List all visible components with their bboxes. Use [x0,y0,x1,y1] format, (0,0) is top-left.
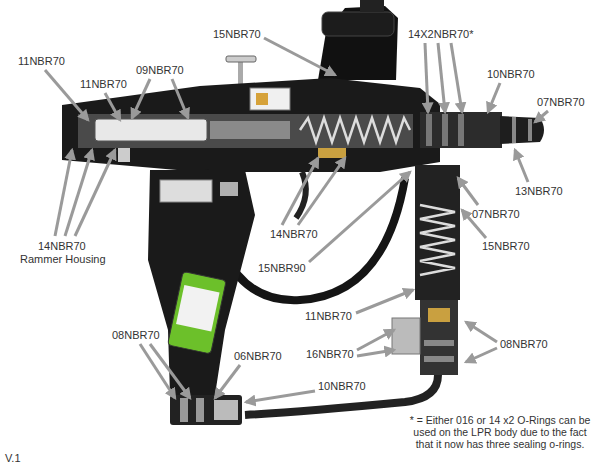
callout-number: 07NBR70 [472,208,520,220]
marker-body [62,78,440,172]
air-hose [245,375,438,415]
callout-number: 11NBR70 [18,55,65,67]
marker-body [210,121,290,139]
regulator [392,165,460,375]
callout-number: 15NBR70 [213,28,261,40]
callout-number: 14X2NBR70* [408,28,473,40]
front-lpr-barrel [512,117,516,143]
callout-number: 10NBR70 [318,380,366,392]
leader-line [309,172,410,262]
leader-line [45,38,548,402]
leader-line [515,150,528,182]
leader-line [298,158,345,225]
feed-neck [360,0,384,12]
front-lpr-barrel [458,114,464,146]
leader-line [425,43,428,112]
leader-line [535,111,548,122]
grip-frame [220,182,238,196]
leader-line [105,93,120,120]
grip-frame [176,285,220,332]
feed-neck [318,0,398,80]
bottom-asa-fitting [214,400,238,420]
regulator [420,300,458,375]
feed-neck [322,12,394,36]
leader-line [246,391,315,402]
leader-line [132,79,150,118]
regulator [415,165,460,300]
callout-number: 14NBR70 [38,240,86,252]
bottom-asa-fitting [170,395,242,425]
front-lpr-barrel [442,114,448,146]
marker-body [62,78,440,172]
leader-line [451,43,462,112]
marker-body [95,119,207,141]
marker-body [318,148,346,158]
bottom-asa-fitting [170,395,242,425]
leader-line [264,38,335,75]
callout-number: 15NBR70 [482,240,530,252]
front-lpr-barrel [420,112,544,148]
leader-line [215,365,240,398]
callout-number: 08NBR70 [500,338,548,350]
front-lpr-barrel [426,114,432,146]
marker-body [250,88,290,110]
cocking-handle [226,56,256,62]
leader-line [45,70,88,120]
callout-number: 14NBR70 [270,228,318,240]
leader-line [75,150,115,236]
leader-line [488,83,500,112]
callout-number: 15NBR90 [258,262,306,274]
part-name: Rammer Housing [20,253,106,265]
leader-line [150,344,190,398]
leader-line [282,158,318,225]
front-lpr-barrel [420,112,502,148]
leader-line [172,79,188,118]
bottom-asa-fitting [180,398,188,422]
marker-body [256,93,268,105]
callout-number: 13NBR70 [515,185,563,197]
leader-line [357,330,394,350]
leader-line [438,43,445,112]
callout-number: 07NBR70 [537,96,585,108]
bottom-asa-fitting [196,398,204,422]
marker-body [118,148,130,162]
callout-number: 11NBR70 [305,310,352,322]
marker-body [78,114,413,148]
callout-number: 09NBR70 [136,64,184,76]
regulator [420,205,455,275]
regulator [392,318,420,354]
marker-body [300,118,410,142]
grip-frame [168,271,227,354]
air-hose [245,375,438,415]
leader-line [356,290,413,313]
regulator [424,340,454,346]
callout-number: 11NBR70 [80,78,127,90]
callout-number: 10NBR70 [487,68,535,80]
regulator [424,356,454,362]
callout-number: 08NBR70 [112,329,160,341]
grip-frame [160,180,212,202]
front-lpr-barrel [528,119,532,141]
grip-frame [168,271,227,354]
leader-line [466,348,497,362]
leader-line [65,150,92,236]
callout-number: 06NBR70 [234,350,282,362]
feed-neck [318,6,398,80]
callout-number: 16NBR70 [306,348,354,360]
version-label: V.1 [5,452,21,464]
regulator [428,308,450,322]
leader-line [357,350,394,356]
leader-line [458,178,478,205]
footnote-text: * = Either 016 or 14 x2 O-Rings can be u… [405,414,595,450]
leader-line [466,322,497,342]
